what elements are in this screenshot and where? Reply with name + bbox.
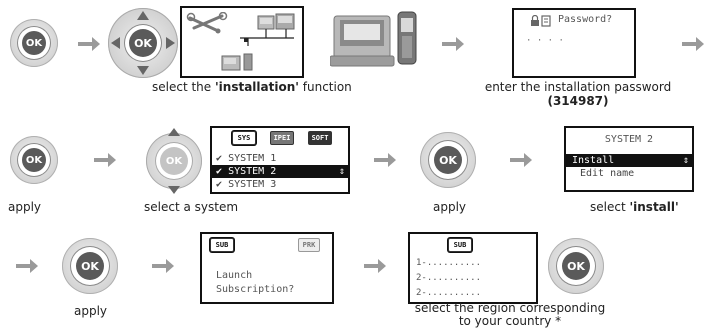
tools-icon [186,12,228,34]
region-line[interactable]: 2-.......... [416,273,482,283]
menu-title: SYSTEM 2 [604,134,654,145]
ok-key[interactable]: OK [548,238,604,294]
arrow-right-icon [374,153,396,167]
ok-key-label: OK [76,252,104,280]
arrow-right-icon [152,259,174,273]
ok-key[interactable]: OK [62,238,118,294]
checkmark-icon: ✔ [216,153,223,164]
lock-icon [531,15,551,27]
list-item[interactable]: ✔ SYSTEM 1 [216,153,277,164]
ok-key[interactable]: OK [10,19,58,67]
caption-apply: apply [74,304,108,318]
checkmark-icon: ✔ [216,179,223,190]
tab-sub[interactable]: SUB [448,238,472,252]
updown-scroll-icon: ⇕ [682,155,689,166]
nav-up-icon[interactable] [168,128,180,136]
navigator-ok-label: OK [160,147,188,175]
nav-left-icon[interactable] [111,37,120,49]
caption-select-install: select 'install' [590,200,679,214]
menu-item-edit-name[interactable]: Edit name [580,168,635,179]
desk-phone-icon [330,11,417,67]
caption-apply: apply [433,200,467,214]
password-field[interactable]: · · · · [526,36,564,46]
arrow-right-icon [78,37,100,51]
ok-key[interactable]: OK [420,132,476,188]
tab-ipei[interactable]: IPEI [270,131,294,145]
arrow-right-icon [364,259,386,273]
list-item-selected[interactable]: ✔ SYSTEM 2 ⇕ [212,165,348,178]
password-title: Password? [558,14,613,25]
tab-soft[interactable]: SOFT [308,131,332,145]
region-line[interactable]: 1-.......... [416,258,482,268]
checkmark-icon: ✔ [216,166,223,177]
ok-key-label: OK [434,146,462,174]
subscription-line2: Subscription? [216,284,295,295]
caption-select-region: select the region corresponding to your … [414,301,606,328]
system-list-screen: SYS IPEI SOFT ✔ SYSTEM 1 ✔ SYSTEM 2 ⇕ ✔ … [210,126,350,194]
ok-key-label: OK [562,252,590,280]
arrow-right-icon [94,153,116,167]
navigator-ok-label: OK [129,29,157,57]
caption-enter-password: enter the installation password (314987) [484,80,672,108]
nav-down-icon[interactable] [168,186,180,194]
system-menu-screen: SYSTEM 2 Install ⇕ Edit name [564,126,694,192]
tab-prk[interactable]: PRK [298,238,320,252]
arrow-right-icon [442,37,464,51]
caption-apply: apply [8,200,42,214]
password-screen: Password? · · · · [512,8,636,78]
nav-down-icon[interactable] [137,66,149,75]
region-screen: SUB 1-.......... 2-.......... 2-........… [408,232,538,304]
network-phones-icon [221,13,295,71]
tab-sys[interactable]: SYS [232,131,256,145]
arrow-right-icon [16,259,38,273]
nav-right-icon[interactable] [166,37,175,49]
caption-select-system: select a system [144,200,239,214]
region-line[interactable]: 2-.......... [416,288,482,298]
installation-screen [180,6,304,78]
updown-scroll-icon: ⇕ [338,166,345,177]
navigator-updown-key[interactable]: OK [146,126,202,196]
ok-key-label: OK [22,31,46,55]
menu-item-install[interactable]: Install ⇕ [566,154,692,167]
arrow-right-icon [682,37,704,51]
ok-key[interactable]: OK [10,136,58,184]
arrow-right-icon [510,153,532,167]
ok-key-label: OK [22,148,46,172]
caption-select-installation: select the 'installation' function [152,80,352,94]
nav-up-icon[interactable] [137,11,149,20]
subscription-screen: SUB PRK Launch Subscription? [200,232,334,304]
navigator-key[interactable]: OK [108,8,178,78]
subscription-line1: Launch [216,270,253,281]
list-item[interactable]: ✔ SYSTEM 3 [216,179,277,190]
tab-sub[interactable]: SUB [210,238,234,252]
